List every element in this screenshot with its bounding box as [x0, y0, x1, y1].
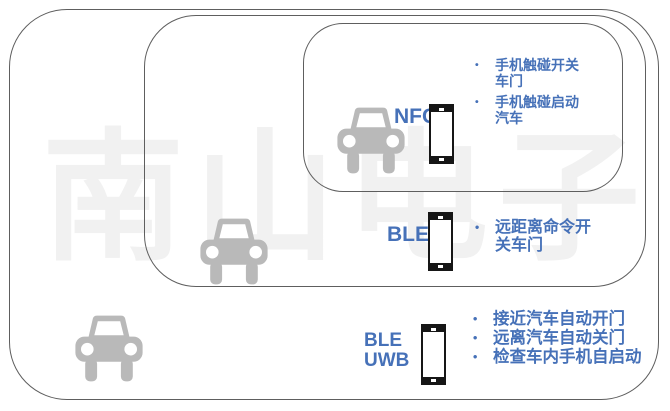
nfc-feature-list: 手机触碰开关 车门 手机触碰启动 汽车: [471, 57, 606, 132]
list-item: 远离汽车自动关门: [469, 329, 654, 348]
ble-uwb-feature-list: 接近汽车自动开门 远离汽车自动关门 检查车内手机自启动: [469, 310, 654, 367]
car-icon: [336, 99, 406, 175]
list-item: 检查车内手机自启动: [469, 348, 654, 367]
list-item: 远距离命令开 关车门: [471, 219, 606, 254]
phone-speaker-bar: [431, 106, 452, 112]
phone-home-bar: [423, 377, 444, 383]
phone-speaker-dot: [439, 107, 444, 111]
car-icon: [199, 210, 269, 286]
ble-uwb-range-box: [9, 9, 659, 400]
phone-speaker-bar: [423, 326, 444, 332]
phone-speaker-dot: [438, 215, 443, 219]
car-icon: [74, 307, 144, 383]
phone-home-bar: [430, 263, 451, 269]
ble-uwb-label: BLE UWB: [364, 330, 410, 371]
phone-home-dot: [438, 264, 443, 268]
smartphone-icon: [421, 324, 446, 385]
phone-home-bar: [431, 156, 452, 162]
ble-label: BLE: [387, 223, 429, 246]
nfc-range-box: [303, 23, 623, 192]
nfc-label: NFC: [394, 105, 438, 128]
list-item: 手机触碰启动 汽车: [471, 94, 606, 126]
phone-home-dot: [431, 378, 436, 382]
smartphone-icon: [428, 212, 453, 271]
ble-feature-list: 远距离命令开 关车门: [471, 219, 606, 254]
ble-range-box: [144, 15, 646, 287]
list-item: 接近汽车自动开门: [469, 310, 654, 329]
list-item: 手机触碰开关 车门: [471, 57, 606, 89]
phone-speaker-dot: [431, 327, 436, 331]
phone-speaker-bar: [430, 214, 451, 220]
smartphone-icon: [429, 104, 454, 164]
phone-home-dot: [439, 157, 444, 161]
